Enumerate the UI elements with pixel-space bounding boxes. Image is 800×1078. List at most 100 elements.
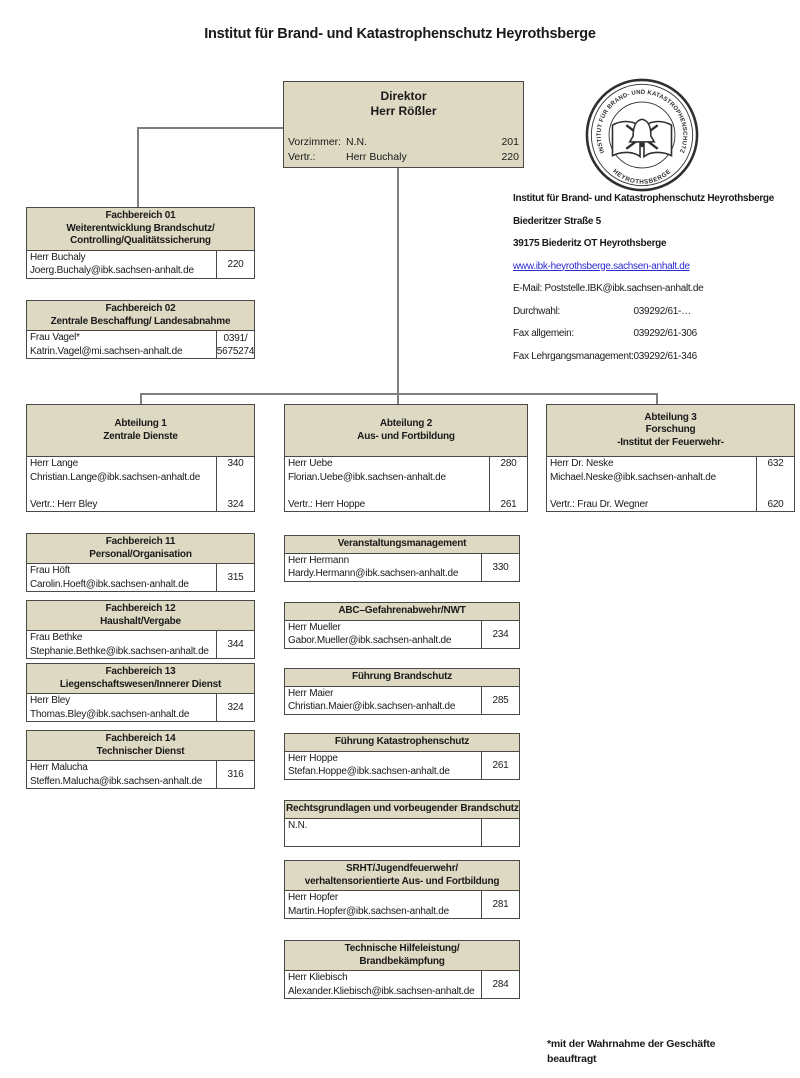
org-box-body: N.N. xyxy=(285,818,519,846)
person-info xyxy=(27,484,216,498)
website-link[interactable]: www.ibk-heyrothsberge.sachsen-anhalt.de xyxy=(513,260,690,272)
direktor-role: Direktor xyxy=(380,89,427,103)
direktor-rows: Vorzimmer: N.N. 201 Vertr.: Herr Buchaly… xyxy=(284,135,523,167)
person-row: Florian.Uebe@ibk.sachsen-anhalt.de xyxy=(285,470,527,484)
contact-email: E-Mail: Poststelle.IBK@ibk.sachsen-anhal… xyxy=(513,283,704,294)
org-box-srht-jugendfeuerwehr: SRHT/Jugendfeuerwehr/verhaltensorientier… xyxy=(284,860,520,919)
phone-extension: 281 xyxy=(481,891,519,918)
contact-block: Institut für Brand- und Katastrophenschu… xyxy=(513,192,798,372)
phone-label: Fax Lehrgangsmanagement: xyxy=(513,350,634,362)
org-box-direktor: Direktor Herr Rößler Vorzimmer: N.N. 201… xyxy=(283,81,524,168)
phone-extension: 344 xyxy=(216,631,254,658)
person-info: Herr Uebe xyxy=(288,458,333,469)
connector-direktor-left xyxy=(137,127,283,129)
org-box-header: ABC–Gefahrenabwehr/NWT xyxy=(285,603,519,621)
person-info: Florian.Uebe@ibk.sachsen-anhalt.de xyxy=(288,471,446,483)
org-box-header: Führung Katastrophenschutz xyxy=(285,734,519,752)
connector-stub-abteilung3 xyxy=(656,393,658,404)
phone-extension xyxy=(481,818,519,846)
direktor-title: Direktor Herr Rößler xyxy=(284,82,523,135)
phone-extension: 220 xyxy=(216,250,254,278)
phone-extension: 340 xyxy=(216,457,254,471)
contact-phone-fax-lehrgang: Fax Lehrgangsmanagement: 039292/61-346 xyxy=(513,350,798,363)
org-box-rechtsgrundlagen: Rechtsgrundlagen und vorbeugender Brands… xyxy=(284,800,520,847)
phone-label: Durchwahl: xyxy=(513,305,561,317)
org-box-body: Frau Vagel*Katrin.Vagel@mi.sachsen-anhal… xyxy=(27,331,254,358)
person-info: Vertr.: Herr Hoppe xyxy=(288,498,365,510)
org-box-header: SRHT/Jugendfeuerwehr/verhaltensorientier… xyxy=(285,861,519,891)
phone-value: 039292/61-306 xyxy=(633,328,697,339)
footnote: *mit der Wahrnahme der Geschäfte beauftr… xyxy=(547,1038,716,1065)
person-info: Vertr.: Herr Bley xyxy=(30,498,98,510)
person-row xyxy=(285,484,527,498)
phone-extension: 324 xyxy=(216,694,254,721)
person-info: Frau Vagel*Katrin.Vagel@mi.sachsen-anhal… xyxy=(30,332,183,357)
org-box-header: Führung Brandschutz xyxy=(285,669,519,687)
org-box-technische-hilfeleistung: Technische Hilfeleistung/Brandbekämpfung… xyxy=(284,940,520,999)
direktor-row-vorzimmer: Vorzimmer: N.N. 201 xyxy=(288,135,519,150)
phone-extension: 261 xyxy=(481,751,519,779)
person-info xyxy=(547,484,756,498)
person-info: Herr Dr. Neske xyxy=(550,458,614,469)
phone-extension: 620 xyxy=(756,497,794,511)
phone-label: Fax allgemein: xyxy=(513,328,574,339)
person-info: Christian.Lange@ibk.sachsen-anhalt.de xyxy=(30,471,201,483)
page-title: Institut für Brand- und Katastrophenschu… xyxy=(204,26,596,42)
phone-extension: 234 xyxy=(481,620,519,648)
person-info: Vertr.: Frau Dr. Wegner xyxy=(550,498,649,510)
org-box-header: Rechtsgrundlagen und vorbeugender Brands… xyxy=(285,801,519,819)
contact-city: 39175 Biederitz OT Heyrothsberge xyxy=(513,238,667,249)
person-info: Herr Lange xyxy=(30,458,79,469)
person-row: N.N. xyxy=(285,818,519,846)
org-box-header: Veranstaltungsmanagement xyxy=(285,536,519,554)
person-row xyxy=(27,484,254,498)
contact-phone-durchwahl: Durchwahl: 039292/61-… xyxy=(513,305,798,318)
phone-extension: 315 xyxy=(216,564,254,591)
person-info xyxy=(285,484,489,498)
phone-extension xyxy=(216,470,254,484)
